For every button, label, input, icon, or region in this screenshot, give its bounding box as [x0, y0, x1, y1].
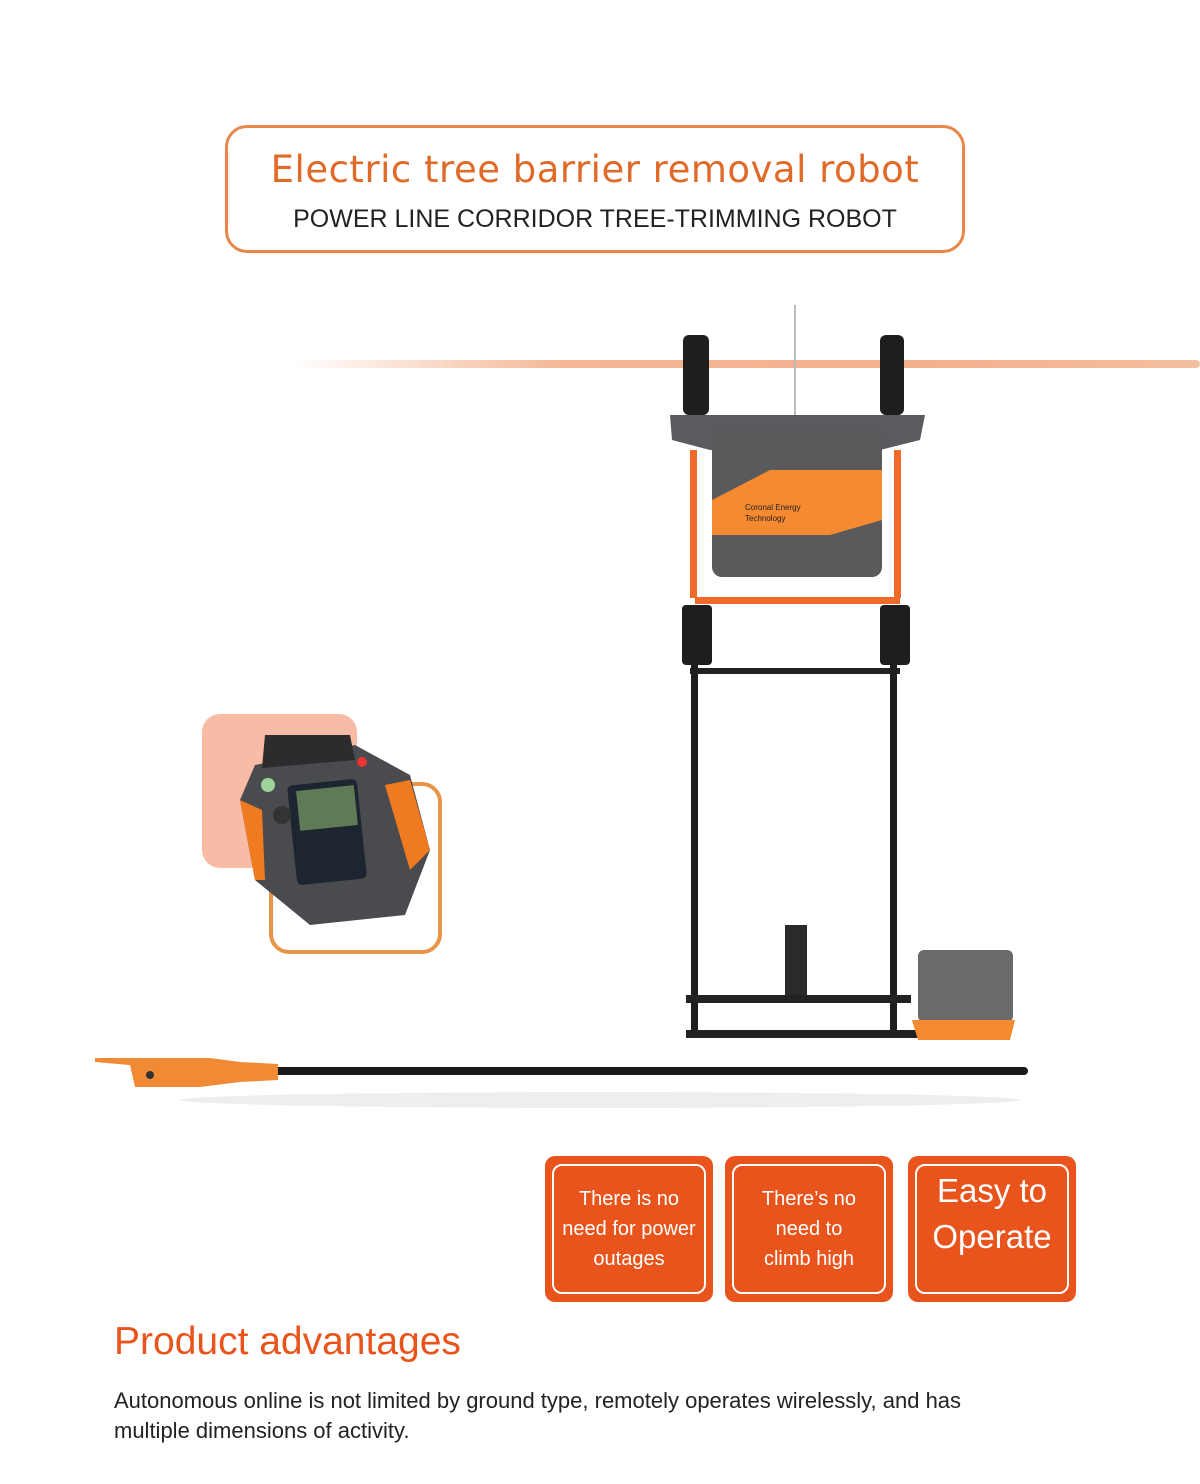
- svg-text:Coronal Energy: Coronal Energy: [745, 503, 801, 512]
- title-box: Electric tree barrier removal robot POWE…: [225, 125, 965, 253]
- feature-badge-no-outage: There is no need for power outages: [545, 1156, 713, 1302]
- feature-badge-easy-operate: Easy to Operate: [908, 1156, 1076, 1302]
- svg-text:Technology: Technology: [745, 514, 785, 523]
- feature-label: There’s no need to climb high: [732, 1164, 886, 1294]
- robot-illustration: Coronal Energy Technology: [95, 305, 1028, 1108]
- remote-controller: [240, 735, 430, 925]
- page-subtitle: POWER LINE CORRIDOR TREE-TRIMMING ROBOT: [293, 205, 897, 233]
- feature-label: Easy to Operate: [915, 1164, 1069, 1294]
- page-title: Electric tree barrier removal robot: [270, 148, 920, 191]
- feature-badge-no-climb: There’s no need to climb high: [725, 1156, 893, 1302]
- advantages-text: Autonomous online is not limited by grou…: [114, 1388, 962, 1443]
- feature-label: There is no need for power outages: [552, 1164, 706, 1294]
- advantages-title: Product advantages: [114, 1320, 461, 1363]
- robot: Coronal Energy Technology: [95, 305, 1028, 1108]
- power-line: [290, 360, 1200, 368]
